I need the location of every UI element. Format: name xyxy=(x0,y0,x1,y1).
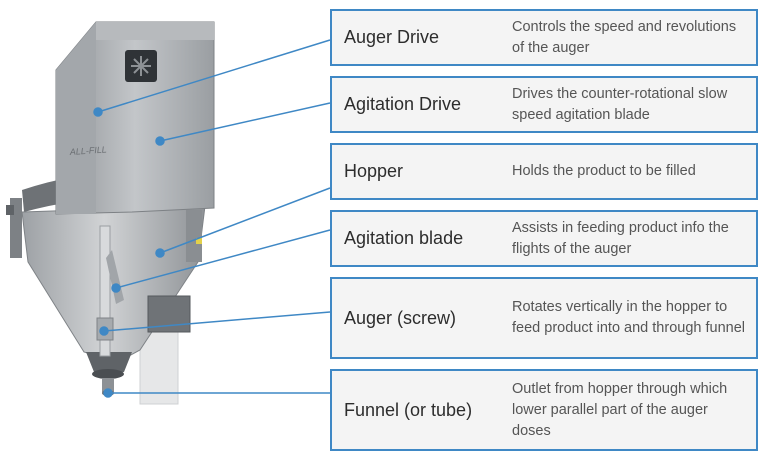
callout-auger-screw: Auger (screw) Rotates vertically in the … xyxy=(330,277,758,359)
auger-shaft xyxy=(99,225,111,357)
component-description: Holds the product to be filled xyxy=(512,163,696,179)
callout-auger-drive: Auger Drive Controls the speed and revol… xyxy=(330,9,758,66)
component-description: Rotates vertically in the hopper to feed… xyxy=(512,299,745,336)
callout-agitation-drive: Agitation Drive Drives the counter-rotat… xyxy=(330,76,758,133)
component-name: Hopper xyxy=(344,161,404,181)
component-name: Agitation blade xyxy=(344,228,464,248)
component-description: Assists in feeding product info the flig… xyxy=(512,219,729,257)
callout-agitation-blade: Agitation blade Assists in feeding produ… xyxy=(330,210,758,267)
callout-funnel: Funnel (or tube) Outlet from hopper thro… xyxy=(330,369,758,451)
component-description: Outlet from hopper through which lower p… xyxy=(512,380,728,439)
component-description: Controls the speed and revolutions of th… xyxy=(512,18,737,56)
leader-lines xyxy=(93,39,331,398)
component-name: Auger (screw) xyxy=(344,307,457,328)
drive-housing-side xyxy=(56,22,96,214)
side-bracket-right xyxy=(186,210,202,262)
component-description: Drives the counter-rotational slow speed… xyxy=(512,85,728,123)
component-name: Auger Drive xyxy=(344,27,440,47)
funnel xyxy=(86,352,132,372)
logo-text: ALL-FILL xyxy=(68,144,107,157)
component-name: Funnel (or tube) xyxy=(344,399,473,420)
callout-hopper: Hopper Holds the product to be filled xyxy=(330,143,758,200)
component-name: Agitation Drive xyxy=(344,94,462,114)
